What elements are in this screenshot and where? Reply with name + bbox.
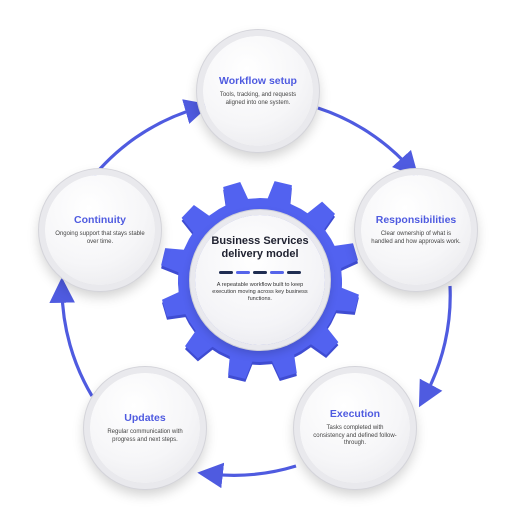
cycle-arrow: [317, 106, 419, 178]
divider-dash: [287, 271, 301, 274]
cycle-arrow: [49, 277, 94, 397]
hub-divider: [219, 271, 301, 274]
step-title: Workflow setup: [219, 75, 297, 87]
cycle-arrow: [418, 285, 452, 408]
step-workflow-setup: Workflow setup Tools, tracking, and requ…: [203, 36, 313, 146]
step-continuity: Continuity Ongoing support that stays st…: [45, 175, 155, 285]
step-updates: Updates Regular communication with progr…: [90, 373, 200, 483]
step-title: Updates: [124, 412, 166, 424]
step-description: Ongoing support that stays stable over t…: [55, 231, 145, 245]
step-execution: Execution Tasks completed with consisten…: [300, 373, 410, 483]
hub-title: Business Services delivery model: [211, 235, 309, 260]
cycle-arrow: [197, 462, 297, 489]
step-description: Tools, tracking, and requests aligned in…: [219, 92, 297, 106]
divider-dash: [253, 271, 267, 274]
step-responsibilities: Responsibilities Clear ownership of what…: [361, 175, 471, 285]
step-description: Clear ownership of what is handled and h…: [371, 231, 461, 245]
hub-description: A repeatable workflow built to keep exec…: [212, 282, 308, 302]
step-description: Regular communication with progress and …: [107, 429, 183, 443]
divider-dash: [236, 271, 250, 274]
step-title: Continuity: [74, 214, 126, 226]
central-hub: Business Services delivery model A repea…: [195, 215, 325, 345]
cycle-arrow: [84, 99, 211, 187]
divider-dash: [219, 271, 233, 274]
step-title: Responsibilities: [375, 214, 457, 226]
step-title: Execution: [329, 408, 381, 421]
step-description: Tasks completed with consistency and def…: [313, 425, 397, 447]
divider-dash: [270, 271, 284, 274]
